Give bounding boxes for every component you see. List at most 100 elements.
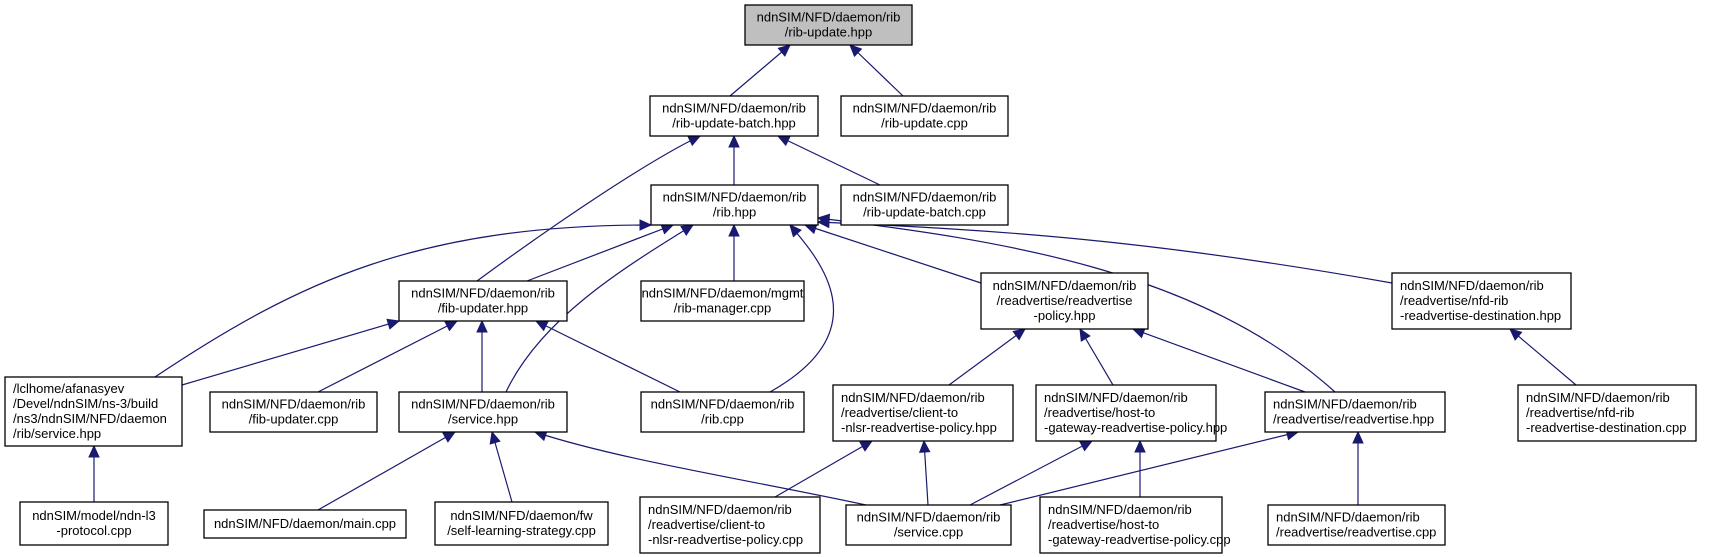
- file-node[interactable]: ndnSIM/NFD/daemon/rib/rib-update.cpp: [840, 95, 1009, 137]
- node-label-line: /rib-manager.cpp: [674, 301, 772, 316]
- node-label-line: -gateway-readvertise-policy.cpp: [1048, 532, 1231, 547]
- node-box[interactable]: [1267, 504, 1446, 546]
- file-node[interactable]: ndnSIM/NFD/daemon/rib/readvertise/client…: [639, 496, 821, 554]
- node-box[interactable]: [832, 384, 1014, 442]
- edge-n9-n5: [181, 318, 401, 386]
- node-label-line: ndnSIM/NFD/daemon/rib: [841, 390, 985, 405]
- node-box[interactable]: [1039, 496, 1223, 554]
- edge-n21-n13: [918, 439, 931, 506]
- arrowhead-icon: [386, 318, 401, 330]
- edge-n2-n0: [849, 44, 904, 97]
- file-node[interactable]: ndnSIM/model/ndn-l3-protocol.cpp: [19, 501, 169, 546]
- node-label-line: /readvertise/readvertise: [997, 293, 1133, 308]
- node-label-line: ndnSIM/NFD/daemon/rib: [648, 502, 792, 517]
- node-label-line: ndnSIM/NFD/daemon/rib: [757, 10, 901, 25]
- file-node[interactable]: ndnSIM/NFD/daemon/rib/service.hpp: [398, 391, 568, 433]
- file-node[interactable]: ndnSIM/NFD/daemon/mgmt/rib-manager.cpp: [640, 280, 805, 322]
- edge-n20-n13: [774, 440, 874, 498]
- edge-line: [769, 224, 834, 393]
- edge-n13-n7: [948, 328, 1026, 386]
- arrowhead-icon: [1352, 430, 1364, 444]
- node-box[interactable]: [4, 376, 183, 447]
- node-box[interactable]: [845, 504, 1012, 546]
- node-box[interactable]: [649, 95, 819, 137]
- arrowhead-icon: [789, 224, 802, 238]
- node-label-line: /rib/service.hpp: [13, 426, 101, 441]
- node-box[interactable]: [640, 280, 805, 322]
- edge-n7-n3: [803, 223, 982, 284]
- node-label-line: /readvertise/nfd-rib: [1400, 293, 1508, 308]
- node-box[interactable]: [840, 184, 1009, 226]
- file-node[interactable]: ndnSIM/NFD/daemon/main.cpp: [203, 509, 407, 539]
- node-label-line: ndnSIM/NFD/daemon/rib: [1273, 397, 1417, 412]
- file-node[interactable]: ndnSIM/NFD/daemon/rib/readvertise/host-t…: [1039, 496, 1231, 554]
- file-node[interactable]: ndnSIM/NFD/daemon/rib/rib.cpp: [640, 391, 805, 433]
- node-label-line: /Devel/ndnSIM/ns-3/build: [13, 396, 158, 411]
- node-label-line: -protocol.cpp: [56, 523, 131, 538]
- node-box[interactable]: [1264, 391, 1446, 433]
- file-node[interactable]: ndnSIM/NFD/daemon/rib/readvertise/readve…: [980, 272, 1149, 330]
- root-node[interactable]: ndnSIM/NFD/daemon/rib/rib-update.hpp: [744, 4, 913, 46]
- node-box[interactable]: [744, 4, 913, 46]
- node-label-line: /rib-update.hpp: [785, 25, 872, 40]
- arrowhead-icon: [639, 219, 653, 231]
- edge-line: [181, 320, 400, 386]
- node-label-line: ndnSIM/NFD/daemon/rib: [1044, 390, 1188, 405]
- arrowhead-icon: [728, 134, 740, 148]
- node-box[interactable]: [650, 184, 819, 226]
- file-node[interactable]: ndnSIM/NFD/daemon/rib/readvertise/nfd-ri…: [1517, 384, 1697, 442]
- node-label-line: -readvertise-destination.hpp: [1400, 308, 1561, 323]
- node-box[interactable]: [639, 496, 821, 554]
- arrowhead-icon: [1079, 440, 1094, 452]
- file-node[interactable]: ndnSIM/NFD/daemon/rib/service.cpp: [845, 504, 1012, 546]
- file-node[interactable]: ndnSIM/NFD/daemon/fw/self-learning-strat…: [434, 501, 609, 546]
- node-box[interactable]: [434, 501, 609, 546]
- node-label-line: -nlsr-readvertise-policy.hpp: [841, 420, 997, 435]
- node-label-line: ndnSIM/NFD/daemon/fw: [450, 508, 593, 523]
- node-box[interactable]: [640, 391, 805, 433]
- file-node[interactable]: ndnSIM/NFD/daemon/rib/rib-update-batch.c…: [840, 184, 1009, 226]
- node-box[interactable]: [398, 391, 568, 433]
- node-label-line: /readvertise/host-to: [1044, 405, 1155, 420]
- node-label-line: ndnSIM/NFD/daemon/mgmt: [642, 286, 804, 301]
- file-node[interactable]: ndnSIM/NFD/daemon/rib/fib-updater.cpp: [209, 391, 378, 433]
- arrowhead-icon: [534, 320, 549, 332]
- arrowhead-icon: [849, 44, 863, 58]
- node-label-line: ndnSIM/NFD/daemon/rib: [663, 190, 807, 205]
- node-box[interactable]: [1035, 384, 1217, 442]
- node-box[interactable]: [203, 509, 407, 539]
- file-node[interactable]: ndnSIM/NFD/daemon/rib/readvertise/readve…: [1267, 504, 1446, 546]
- arrowhead-icon: [476, 319, 488, 333]
- edge-n21-n14: [969, 440, 1094, 506]
- arrowhead-icon: [1509, 328, 1523, 341]
- edge-n18-n11: [317, 431, 457, 511]
- node-label-line: /rib-update-batch.cpp: [863, 205, 986, 220]
- arrowhead-icon: [776, 135, 791, 147]
- node-label-line: /rib-update-batch.hpp: [672, 116, 796, 131]
- edge-line: [969, 440, 1093, 506]
- file-node[interactable]: /lclhome/afanasyev/Devel/ndnSIM/ns-3/bui…: [4, 376, 183, 447]
- file-node[interactable]: ndnSIM/NFD/daemon/rib/rib.hpp: [650, 184, 819, 226]
- file-node[interactable]: ndnSIM/NFD/daemon/rib/rib-update-batch.h…: [649, 95, 819, 137]
- edge-n21-n11: [533, 430, 867, 506]
- node-box[interactable]: [398, 280, 568, 322]
- edge-line: [476, 135, 701, 282]
- node-label-line: /rib-update.cpp: [881, 116, 968, 131]
- file-node[interactable]: ndnSIM/NFD/daemon/rib/readvertise/client…: [832, 384, 1014, 442]
- file-node[interactable]: ndnSIM/NFD/daemon/rib/readvertise/readve…: [1264, 391, 1446, 433]
- file-node[interactable]: ndnSIM/NFD/daemon/rib/readvertise/host-t…: [1035, 384, 1227, 442]
- file-node[interactable]: ndnSIM/NFD/daemon/rib/fib-updater.hpp: [398, 280, 568, 322]
- node-label-line: ndnSIM/NFD/daemon/rib: [411, 397, 555, 412]
- node-box[interactable]: [19, 501, 169, 546]
- node-box[interactable]: [1391, 272, 1572, 330]
- node-box[interactable]: [980, 272, 1149, 330]
- node-label-line: ndnSIM/NFD/daemon/rib: [651, 397, 795, 412]
- edge-n1-n0: [729, 44, 791, 97]
- arrowhead-icon: [728, 223, 740, 237]
- file-node[interactable]: ndnSIM/NFD/daemon/rib/readvertise/nfd-ri…: [1391, 272, 1572, 330]
- node-box[interactable]: [209, 391, 378, 433]
- node-box[interactable]: [1517, 384, 1697, 442]
- node-label-line: ndnSIM/NFD/daemon/rib: [1048, 502, 1192, 517]
- node-box[interactable]: [840, 95, 1009, 137]
- node-label-line: /rib.hpp: [713, 205, 756, 220]
